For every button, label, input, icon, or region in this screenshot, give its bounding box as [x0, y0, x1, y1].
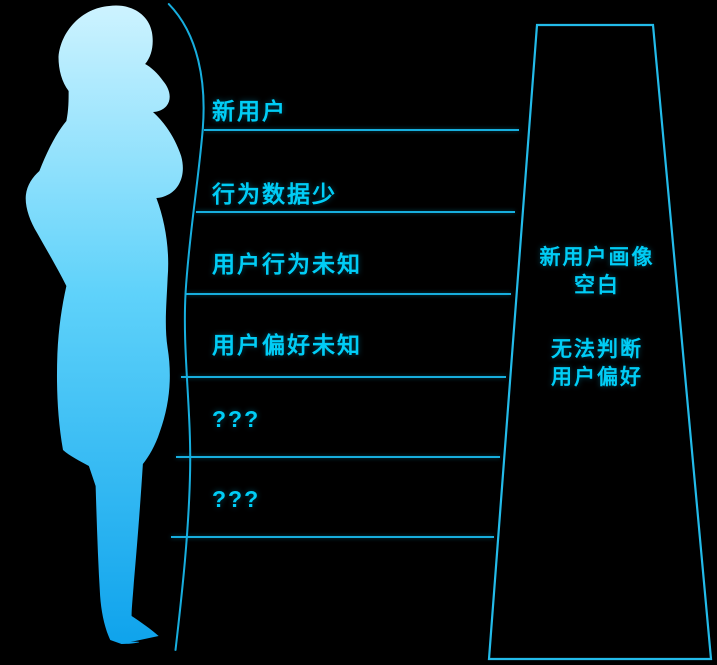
- funnel-text-line: 无法判断: [551, 338, 643, 361]
- item-label-little-behavior: 行为数据少: [212, 181, 337, 207]
- separator-line: [171, 536, 494, 538]
- funnel-text-bottom: 无法判断 用户偏好: [512, 336, 682, 392]
- funnel-text-line: 空白: [574, 274, 620, 297]
- separator-line: [186, 293, 511, 295]
- funnel-shape: [487, 23, 713, 661]
- silhouette-contour-line: [167, 3, 205, 651]
- separator-line: [176, 456, 500, 458]
- funnel-text-line: 新用户画像: [539, 246, 655, 269]
- woman-silhouette: [25, 3, 205, 651]
- separator-line: [196, 211, 515, 213]
- item-label-question-2: ???: [212, 486, 261, 512]
- item-label-behavior-unknown: 用户行为未知: [212, 251, 362, 277]
- separator-line: [181, 376, 506, 378]
- item-label-preference-unknown: 用户偏好未知: [212, 332, 362, 358]
- separator-line: [204, 129, 519, 131]
- item-label-question-1: ???: [212, 406, 261, 432]
- woman-silhouette-body: [25, 5, 183, 644]
- funnel-text-top: 新用户画像 空白: [512, 244, 682, 300]
- funnel-text-line: 用户偏好: [551, 366, 643, 389]
- item-label-new-user: 新用户: [212, 98, 287, 124]
